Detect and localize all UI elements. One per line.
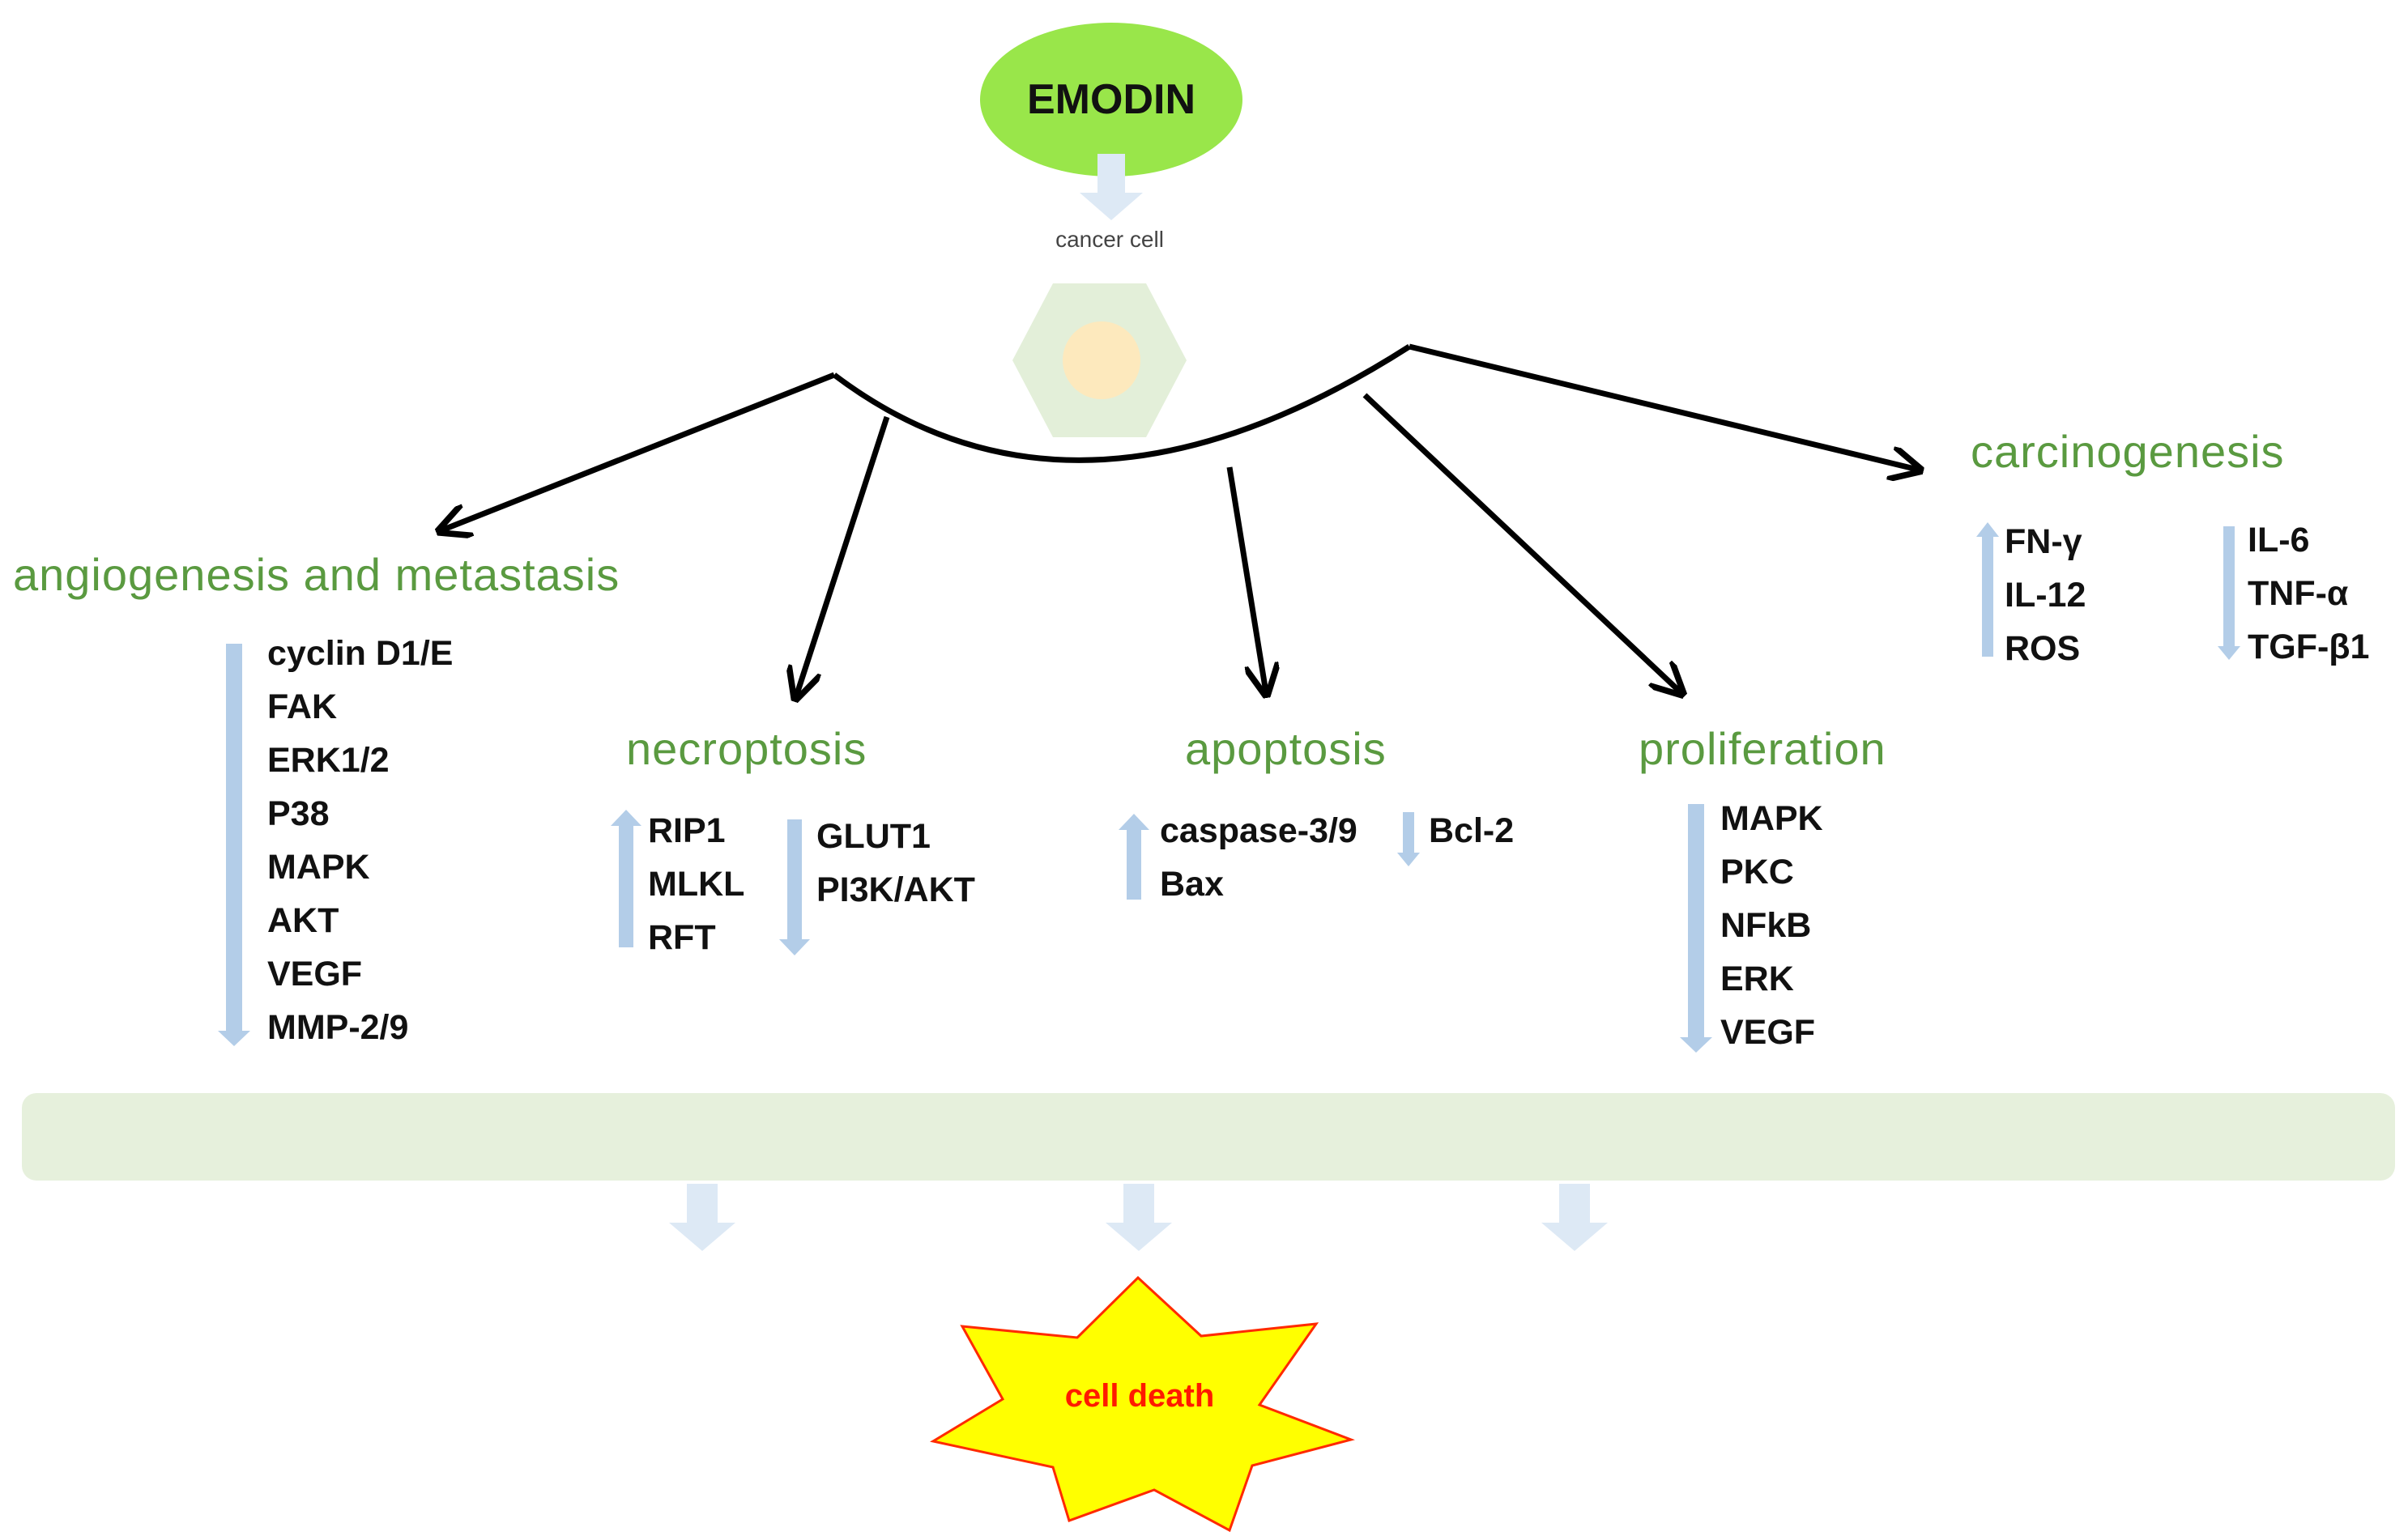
carcinogenesis-up-arrow xyxy=(1976,522,1999,657)
proliferation-down-item: VEGF xyxy=(1720,1013,1816,1052)
proliferation-down-arrow xyxy=(1680,804,1712,1053)
necroptosis-down-item: GLUT1 xyxy=(816,817,931,856)
cancer-cell-label: cancer cell xyxy=(1055,227,1164,252)
band-arrow-left xyxy=(669,1184,735,1251)
apoptosis-up-arrow xyxy=(1119,814,1149,900)
category-proliferation: proliferation xyxy=(1639,723,1886,774)
necroptosis-up-item: RFT xyxy=(648,918,716,957)
proliferation-down-item: ERK xyxy=(1720,959,1794,998)
angiogenesis-down-arrow xyxy=(218,644,250,1046)
angiogenesis-down-item: ERK1/2 xyxy=(267,741,390,780)
band-arrow-center xyxy=(1106,1184,1172,1251)
angiogenesis-down-item: AKT xyxy=(267,901,339,940)
necroptosis-up-item: MLKL xyxy=(648,865,745,904)
proliferation-down-item: PKC xyxy=(1720,853,1794,891)
arrow-to-necroptosis xyxy=(796,415,890,696)
apoptosis-down-item: Bcl-2 xyxy=(1429,811,1515,850)
band-arrow-right xyxy=(1541,1184,1608,1251)
category-apoptosis: apoptosis xyxy=(1185,723,1387,774)
apoptosis-up-item: caspase-3/9 xyxy=(1160,811,1357,850)
proliferation-down-item: MAPK xyxy=(1720,799,1823,838)
proliferation-down-item: NFkB xyxy=(1720,906,1812,945)
emodin-ellipse xyxy=(980,23,1242,177)
carcinogenesis-down-item: TNF-α xyxy=(2248,574,2349,613)
drug-to-cell-arrow xyxy=(1080,154,1143,220)
emodin-label: EMODIN xyxy=(1027,76,1195,123)
carcinogenesis-down-arrow xyxy=(2218,526,2240,660)
angiogenesis-down-item: P38 xyxy=(267,794,330,833)
apoptosis-up-item: Bax xyxy=(1160,865,1224,904)
angiogenesis-down-item: FAK xyxy=(267,687,337,726)
carcinogenesis-up-item: ROS xyxy=(2005,629,2081,668)
angiogenesis-down-item: MMP-2/9 xyxy=(267,1008,409,1047)
cell-death-label: cell death xyxy=(1064,1378,1215,1414)
necroptosis-down-arrow xyxy=(779,819,810,955)
category-necroptosis: necroptosis xyxy=(626,723,867,774)
angiogenesis-down-item: cyclin D1/E xyxy=(267,634,454,673)
carcinogenesis-down-item: IL-6 xyxy=(2248,521,2310,560)
convergence-band xyxy=(22,1093,2395,1181)
arrow-to-angiogenesis xyxy=(441,372,836,530)
effect-bracket-curve xyxy=(832,344,1411,463)
apoptosis-down-arrow xyxy=(1397,812,1420,866)
necroptosis-up-item: RIP1 xyxy=(648,811,726,850)
necroptosis-down-item: PI3K/AKT xyxy=(816,870,975,909)
arrow-to-apoptosis xyxy=(1226,466,1266,692)
carcinogenesis-up-item: IL-12 xyxy=(2005,576,2086,615)
angiogenesis-down-item: VEGF xyxy=(267,955,363,994)
cell-death-burst xyxy=(929,1275,1355,1533)
category-angiogenesis-metastasis: angiogenesis and metastasis xyxy=(13,549,620,600)
category-carcinogenesis: carcinogenesis xyxy=(1971,426,2285,477)
carcinogenesis-down-item: TGF-β1 xyxy=(2248,628,2370,666)
cell-nucleus xyxy=(1063,321,1140,399)
necroptosis-up-arrow xyxy=(611,810,641,947)
arrow-to-carcinogenesis xyxy=(1409,343,1918,470)
arrow-to-proliferation xyxy=(1362,393,1681,692)
angiogenesis-down-item: MAPK xyxy=(267,848,370,887)
carcinogenesis-up-item: FN-γ xyxy=(2005,522,2082,561)
